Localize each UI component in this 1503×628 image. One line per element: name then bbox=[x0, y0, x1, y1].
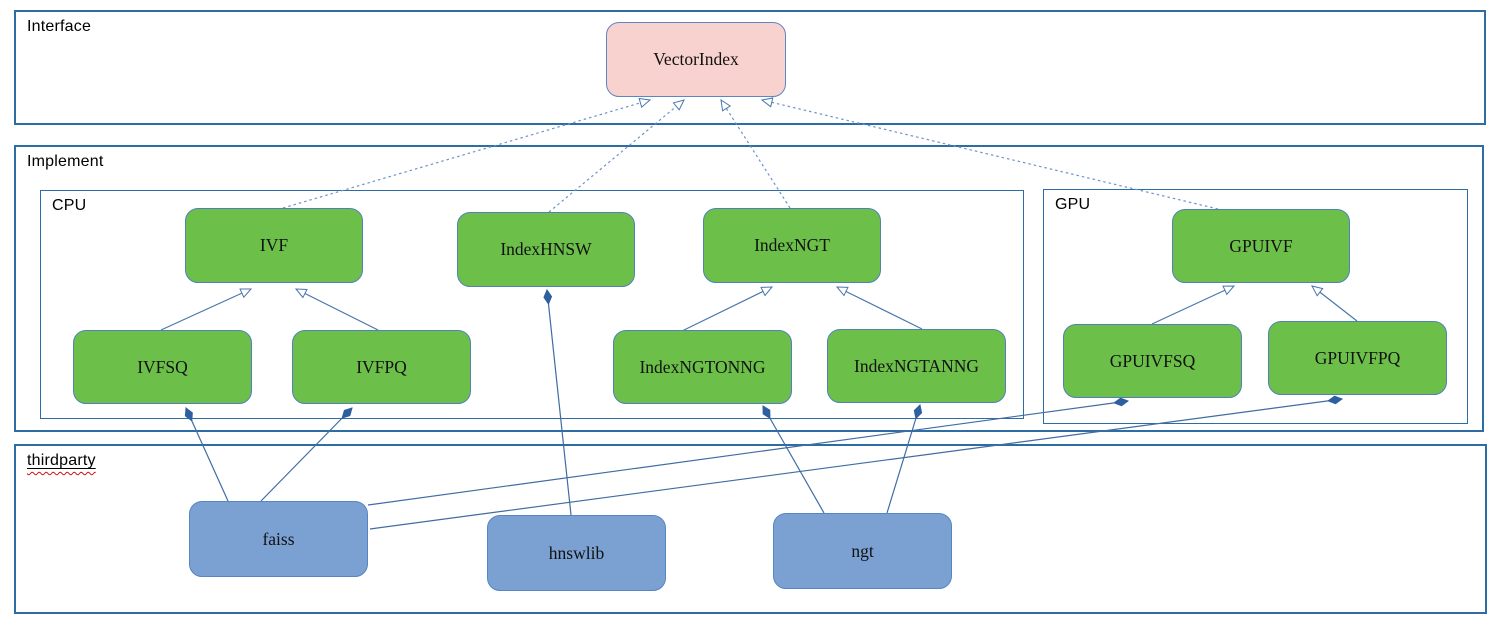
class-box-ivfsq: IVFSQ bbox=[73, 330, 252, 404]
group-cpu-label: CPU bbox=[52, 197, 87, 214]
group-implement-label: Implement bbox=[27, 153, 104, 170]
class-box-vectorindex: VectorIndex bbox=[606, 22, 786, 97]
class-box-indexngt: IndexNGT bbox=[703, 208, 881, 283]
class-box-ivfpq: IVFPQ bbox=[292, 330, 471, 404]
group-thirdparty-label: thirdparty bbox=[27, 452, 96, 469]
class-box-gpuivfsq: GPUIVFSQ bbox=[1063, 324, 1242, 398]
lib-box-ngt: ngt bbox=[773, 513, 952, 589]
class-box-gpuivf: GPUIVF bbox=[1172, 209, 1350, 283]
class-box-ivf: IVF bbox=[185, 208, 363, 283]
group-interface-label: Interface bbox=[27, 18, 92, 35]
class-box-indexngtanng: IndexNGTANNG bbox=[827, 329, 1006, 403]
class-box-indexhnsw: IndexHNSW bbox=[457, 212, 635, 287]
group-gpu-label: GPU bbox=[1055, 196, 1091, 213]
class-box-gpuivfpq: GPUIVFPQ bbox=[1268, 321, 1447, 395]
lib-box-hnswlib: hnswlib bbox=[487, 515, 666, 591]
lib-box-faiss: faiss bbox=[189, 501, 368, 577]
class-box-indexngtonng: IndexNGTONNG bbox=[613, 330, 792, 404]
